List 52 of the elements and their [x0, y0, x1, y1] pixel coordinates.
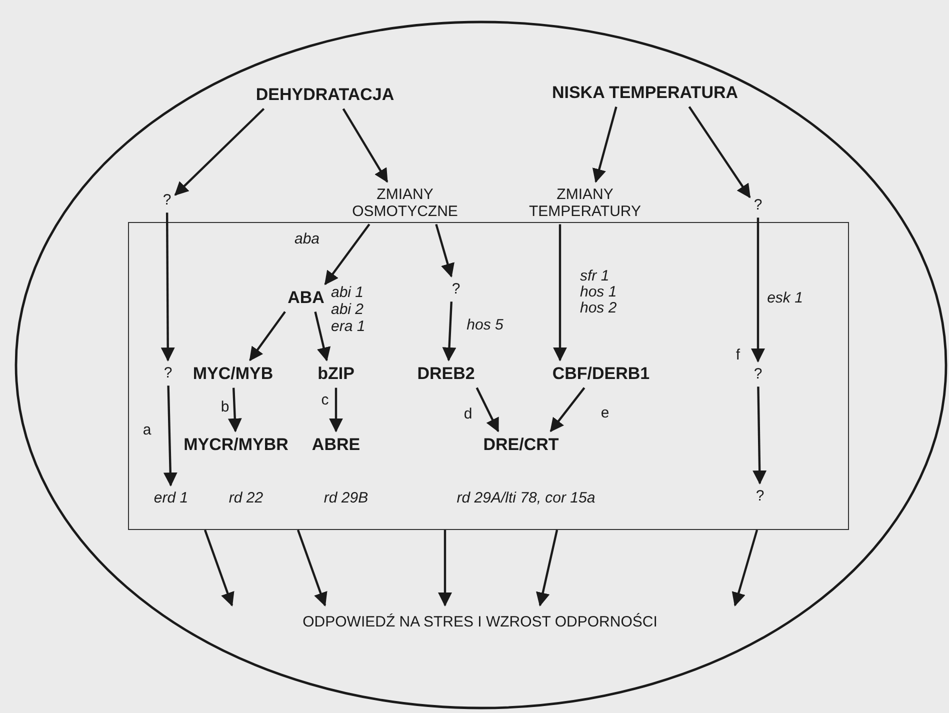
gene-label: era 1	[331, 319, 366, 336]
node-label: ?	[754, 365, 762, 383]
arrow	[438, 530, 452, 607]
arrow	[163, 386, 178, 487]
node-label: ?	[754, 196, 762, 214]
node-label: NISKA TEMPERATURA	[552, 83, 738, 103]
arrow	[553, 224, 567, 362]
arrow	[329, 388, 343, 432]
node-label: CBF/DERB1	[552, 364, 650, 384]
arrow	[314, 312, 331, 362]
node-label: bZIP	[318, 364, 354, 384]
node-label: MYCR/MYBR	[184, 435, 288, 455]
node-label: ?	[164, 364, 172, 382]
arrow	[688, 106, 751, 198]
enclosing-frame	[128, 222, 849, 530]
arrow	[228, 388, 242, 432]
gene-label: abi 2	[331, 302, 364, 318]
node-label: MYC/MYB	[192, 364, 274, 384]
arrow	[536, 530, 558, 607]
gene-label: rd 29B	[324, 489, 368, 507]
arrow	[204, 530, 234, 606]
edge-label: sfr 1 hos 1 hos 2	[579, 268, 618, 316]
gene-label: erd 1	[154, 489, 188, 507]
node-label: ?	[452, 280, 460, 298]
gene-label: rd 22	[228, 489, 264, 507]
gene-label: rd 29A/lti 78, cor 15a	[456, 489, 596, 507]
node-label: DRE/CRT	[483, 435, 559, 455]
node-label: ZMIANY TEMPERATURY	[515, 186, 655, 220]
arrow	[296, 530, 328, 606]
arrow	[249, 311, 286, 362]
arrow	[160, 212, 175, 362]
node-label: ABA	[288, 288, 324, 308]
node-label: ABRE	[312, 435, 360, 455]
arrow	[752, 386, 767, 485]
enclosing-ellipse	[14, 20, 948, 710]
node-label: ?	[756, 487, 764, 505]
node-label: DEHYDRATACJA	[256, 85, 394, 105]
arrow	[732, 530, 758, 606]
node-label: ?	[162, 191, 172, 209]
arrow	[751, 218, 765, 363]
arrow	[342, 108, 388, 183]
arrow	[174, 108, 265, 196]
arrow	[592, 106, 618, 183]
node-label: DREB2	[417, 364, 475, 384]
arrow	[476, 387, 500, 432]
arrow	[324, 224, 370, 286]
gene-label: abi 1	[331, 285, 364, 302]
arrow	[442, 302, 456, 362]
arrow	[550, 387, 586, 432]
node-label: ODPOWIEDŹ NA STRES I WZROST ODPORNOŚCI	[302, 613, 658, 631]
node-label: ZMIANY OSMOTYCZNE	[335, 186, 475, 220]
arrow	[435, 224, 454, 278]
